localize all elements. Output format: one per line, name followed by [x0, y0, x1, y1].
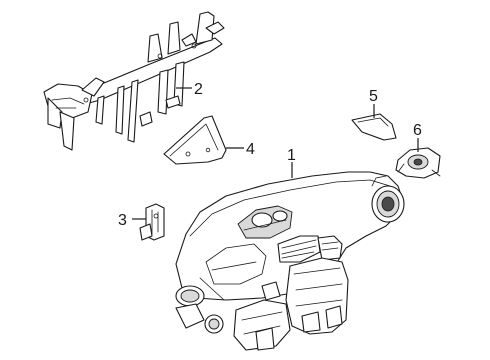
callout-4: 4 — [246, 141, 255, 158]
callout-6: 6 — [413, 122, 422, 139]
trim-panel-part-5 — [351, 113, 397, 141]
instrument-panel-part-1 — [175, 171, 405, 351]
support-beam-part-2 — [43, 11, 225, 151]
callout-2: 2 — [194, 81, 203, 98]
callout-leaders — [132, 87, 419, 220]
callout-1: 1 — [287, 147, 296, 164]
cover-panel-part-4 — [163, 115, 227, 165]
callout-3: 3 — [118, 212, 127, 229]
clip-bracket-part-3 — [139, 203, 165, 241]
callout-5: 5 — [369, 88, 378, 105]
vent-bracket-part-6 — [395, 147, 441, 179]
